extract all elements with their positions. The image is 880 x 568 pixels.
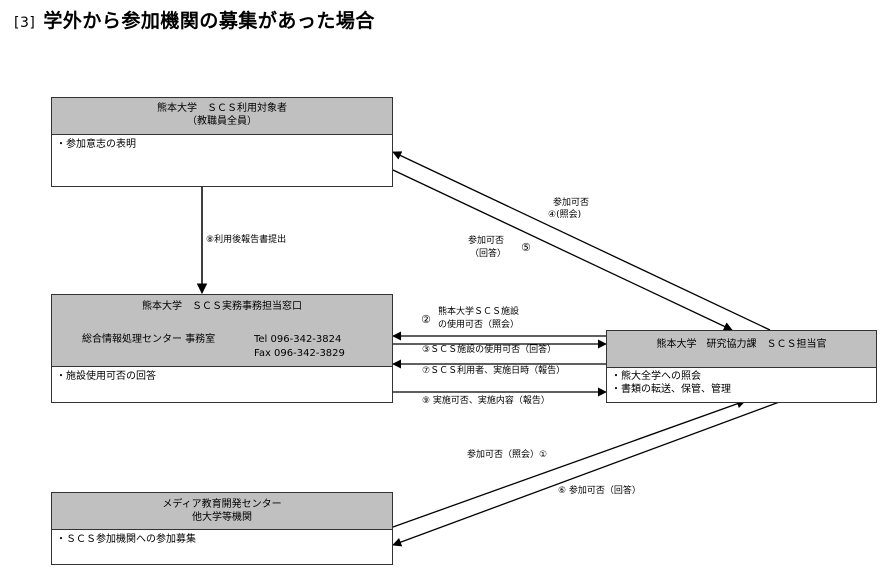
window-fax: Fax 096-342-3829 [254, 348, 345, 359]
scs-users-item: ・参加意志の表明 [56, 139, 136, 150]
media-header: メディア教育開発センター 他大学等機関 [52, 493, 392, 530]
scs-users-box: 熊本大学 ＳＣＳ利用対象者 （教職員全員） ・参加意志の表明 [51, 97, 393, 187]
label-6: ⑥ 参加可否（回答） [558, 486, 641, 496]
media-title: メディア教育開発センター [162, 499, 282, 510]
window-body: ・施設使用可否の回答 [52, 367, 392, 387]
media-box: メディア教育開発センター 他大学等機関 ・ＳＣＳ参加機関への参加募集 [51, 492, 393, 565]
label-5-a: 参加可否 [468, 236, 505, 246]
media-item: ・ＳＣＳ参加機関への参加募集 [56, 534, 196, 545]
title-text: 学外から参加機関の募集があった場合 [43, 10, 375, 32]
scs-users-header: 熊本大学 ＳＣＳ利用対象者 （教職員全員） [52, 98, 392, 135]
scs-users-subtitle: （教職員全員） [187, 116, 257, 127]
arrow-5-answer [392, 169, 733, 331]
label-5-b: （回答） [470, 249, 507, 259]
officer-body: ・熊大全学への照会 ・書類の転送、保管、管理 [607, 368, 876, 399]
arrow-4-inquiry [392, 151, 771, 331]
officer-title: 熊本大学 研究協力課 ＳＣＳ担当官 [656, 339, 827, 350]
window-box: 熊本大学 ＳＣＳ実務事務担当窓口 総合情報処理センター 事務室 Tel 096-… [51, 294, 393, 403]
label-9: ⑨ 実施可否、実施内容（報告） [422, 396, 550, 406]
window-item: ・施設使用可否の回答 [56, 371, 156, 382]
label-7: ⑦ＳＣＳ利用者、実施日時（報告） [422, 366, 566, 376]
officer-item-2: ・書類の転送、保管、管理 [611, 384, 731, 395]
label-2-b: の使用可否（照会） [438, 320, 520, 330]
label-3: ③ＳＣＳ施設の使用可否（回答） [422, 345, 557, 355]
arrow-6-answer [392, 400, 783, 547]
media-body: ・ＳＣＳ参加機関への参加募集 [52, 530, 392, 550]
page-title: [3] 学外から参加機関の募集があった場合 [14, 6, 375, 33]
officer-header: 熊本大学 研究協力課 ＳＣＳ担当官 [607, 331, 876, 368]
label-4-b: ④(照会) [548, 210, 582, 220]
window-tel: Tel 096-342-3824 [254, 334, 342, 345]
scs-users-title: 熊本大学 ＳＣＳ利用対象者 [157, 103, 287, 114]
scs-users-body: ・参加意志の表明 [52, 135, 392, 155]
label-8: ⑧利用後報告書提出 [206, 235, 287, 245]
label-2-a: 熊本大学ＳＣＳ施設 [438, 307, 520, 317]
window-title: 熊本大学 ＳＣＳ実務事務担当窓口 [142, 301, 302, 312]
section-number: [3] [14, 15, 36, 31]
window-header: 熊本大学 ＳＣＳ実務事務担当窓口 総合情報処理センター 事務室 Tel 096-… [52, 295, 392, 367]
label-5-num: ⑤ [521, 241, 531, 254]
label-1: 参加可否（照会）① [467, 450, 548, 460]
officer-item-1: ・熊大全学への照会 [611, 371, 701, 382]
label-4-a: 参加可否 [553, 198, 590, 208]
window-office: 総合情報処理センター 事務室 [82, 334, 216, 345]
officer-box: 熊本大学 研究協力課 ＳＣＳ担当官 ・熊大全学への照会 ・書類の転送、保管、管理 [606, 330, 877, 403]
media-subtitle: 他大学等機関 [192, 512, 252, 523]
arrow-1-inquiry [392, 399, 746, 528]
label-2-num: ② [421, 313, 431, 326]
